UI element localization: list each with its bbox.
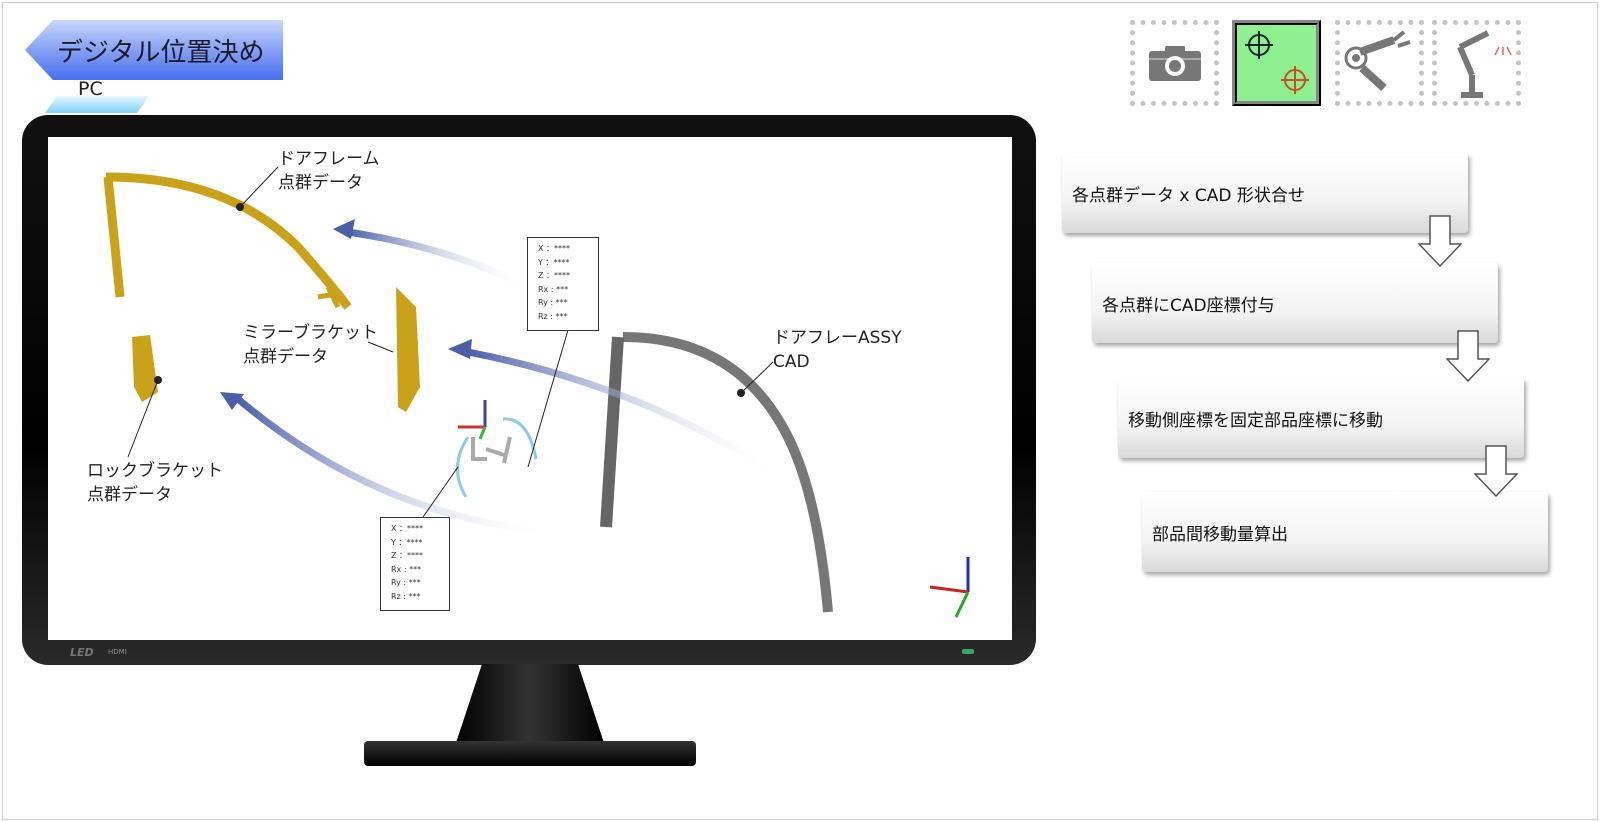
camera-icon	[1148, 46, 1201, 81]
welding-robot-button[interactable]	[1432, 20, 1521, 106]
flow-step-2: 各点群にCAD座標付与	[1092, 263, 1498, 343]
page-title: デジタル位置決め	[57, 37, 265, 68]
down-arrow-icon	[1474, 445, 1518, 497]
subtitle-tab	[45, 96, 149, 113]
coord-rz: Rz : ***	[538, 311, 568, 321]
page-title-banner: デジタル位置決め	[25, 20, 283, 80]
coord-ry: Ry : ***	[538, 298, 568, 307]
lock-bracket-pointcloud	[132, 335, 158, 402]
mirror-bracket-pointcloud	[396, 287, 420, 412]
leader-bottom	[422, 466, 459, 518]
flow-step-4: 部品間移動量算出	[1142, 492, 1548, 572]
coord-rz: Rz : ***	[391, 591, 421, 601]
flow-step-1: 各点群データ x CAD 形状合せ	[1062, 153, 1468, 233]
coordinate-box-top: X ：**** Y ：**** Z ：**** Rx : *** Ry : **…	[527, 237, 599, 331]
robot-arm-icon	[1344, 30, 1411, 91]
monitor-screen: ドアフレーム 点群データ ミラーブラケット 点群データ ロックブラケット 点群デ…	[48, 137, 1012, 640]
camera-button[interactable]	[1130, 20, 1219, 106]
label-lock-bracket: ロックブラケット 点群データ	[87, 461, 223, 505]
flow-step-3: 移動側座標を固定部品座標に移動	[1118, 378, 1524, 458]
down-arrow-icon	[1446, 330, 1490, 382]
label-mirror-bracket: ミラーブラケット 点群データ	[243, 323, 378, 367]
coord-y: Y ：****	[391, 537, 423, 547]
coord-x: X ：****	[538, 244, 571, 253]
coord-rx: Rx : ***	[391, 564, 422, 574]
transfer-arrow-3	[235, 396, 554, 536]
flow-step-label: 各点群データ x CAD 形状合せ	[1072, 185, 1305, 206]
flow-step-label: 各点群にCAD座標付与	[1102, 295, 1275, 316]
power-indicator	[962, 649, 974, 654]
coord-z: Z ：****	[391, 551, 424, 560]
flow-step-label: 部品間移動量算出	[1152, 524, 1288, 545]
coord-y: Y ：****	[538, 257, 570, 267]
coord-rx: Rx : ***	[538, 284, 569, 294]
label-assy-cad: ドアフレーASSY CAD	[773, 328, 902, 372]
monitor-stand-neck	[455, 664, 605, 746]
robot-arm-button[interactable]	[1335, 20, 1424, 106]
coord-z: Z ：****	[538, 271, 571, 280]
transfer-arrow-2	[467, 348, 790, 485]
world-axes-icon	[929, 557, 970, 618]
assy-cad-model	[622, 332, 833, 613]
coordinate-box-bottom: X ：**** Y ：**** Z ：**** Rx : *** Ry : **…	[380, 517, 450, 611]
monitor-port-label: HDMI	[108, 648, 127, 656]
coord-ry: Ry : ***	[391, 578, 421, 587]
down-arrow-icon	[1418, 215, 1462, 267]
transform-axes	[456, 400, 538, 498]
label-door-frame: ドアフレーム 点群データ	[278, 149, 380, 193]
subtitle-label: PC	[78, 78, 103, 100]
coord-x: X ：****	[391, 524, 424, 533]
target-alignment-icon	[1245, 31, 1309, 94]
welding-robot-icon	[1457, 30, 1512, 98]
monitor-brand: LED	[70, 646, 94, 659]
flow-step-label: 移動側座標を固定部品座標に移動	[1128, 410, 1383, 431]
scene-graphics	[103, 166, 970, 618]
door-frame-pointcloud	[105, 172, 352, 310]
transfer-arrow-1	[347, 228, 530, 291]
target-alignment-button[interactable]	[1232, 20, 1321, 106]
monitor-stand-base	[364, 741, 696, 766]
leader-top	[527, 329, 569, 468]
